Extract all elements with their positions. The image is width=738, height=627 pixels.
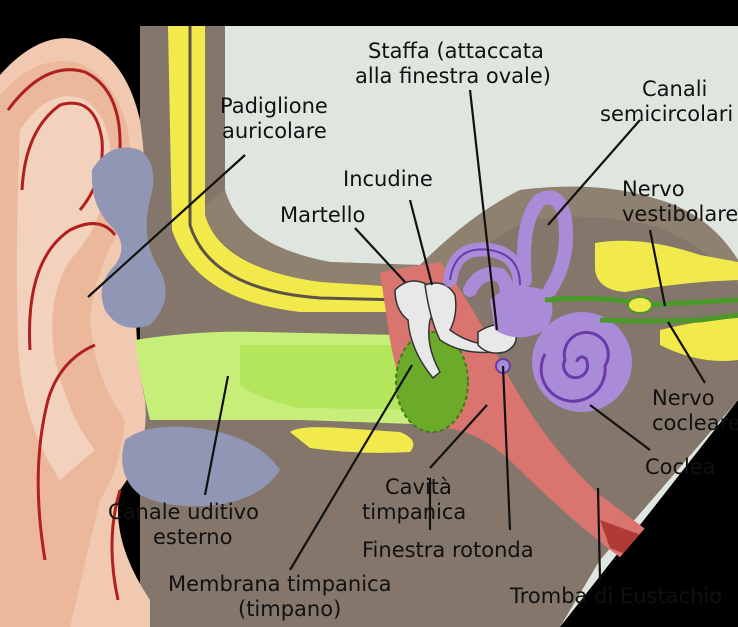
fat-right-1 [595, 240, 738, 292]
label-padiglione-1: Padiglione [220, 94, 328, 118]
leader-membrana [289, 364, 413, 571]
label-membrana-1: Membrana timpanica [168, 572, 391, 596]
leader-tromba [596, 487, 602, 581]
label-membrana-2: (timpano) [238, 597, 341, 621]
label-staffa-1: Staffa (attaccata [368, 39, 544, 63]
fat-upper-border [188, 26, 401, 302]
leader-canali [547, 119, 641, 226]
label-nervo-vest-2: vestibolare [622, 202, 738, 226]
leader-incudine [408, 199, 434, 286]
vestibule [490, 286, 553, 338]
cochlea-spiral [539, 330, 610, 403]
label-nervo-coc-2: cocleare [652, 411, 738, 435]
pinna-line-4 [36, 343, 96, 561]
nerve-ganglion [627, 296, 653, 314]
label-canale-2: esterno [153, 525, 232, 549]
pinna-line-5 [110, 489, 122, 601]
fat-right-2 [660, 318, 738, 361]
bone-upper-band [200, 186, 738, 285]
label-coclea: Coclea [645, 455, 716, 479]
leader-padiglione [87, 154, 246, 298]
leader-nervo-coc [667, 321, 706, 384]
semicircular-canal-sup [517, 190, 573, 297]
leader-canale [203, 375, 230, 496]
label-finestra: Finestra rotonda [362, 538, 534, 562]
label-padiglione-2: auricolare [222, 119, 327, 143]
leader-cavita [429, 404, 488, 469]
pinna-inner [16, 96, 111, 480]
label-staffa-2: alla finestra ovale) [355, 64, 551, 88]
leader-martello [354, 227, 406, 283]
black-corner [560, 420, 738, 627]
label-cavita-2: timpanica [362, 500, 466, 524]
fat-lower [290, 427, 414, 453]
label-canali-1: Canali [642, 77, 707, 101]
cochlea [532, 312, 632, 412]
label-nervo-coc-1: Nervo [652, 386, 715, 410]
pinna-line-3 [28, 222, 117, 351]
cochlear-nerve [599, 312, 738, 324]
leader-nervo-vest [648, 229, 667, 307]
label-nervo-vest-1: Nervo [622, 177, 685, 201]
leader-staffa [468, 89, 499, 331]
leader-coclea [589, 404, 651, 451]
label-tromba: Tromba di Eustachio [509, 584, 722, 608]
label-canali-2: semicircolari [600, 102, 733, 126]
label-cavita-1: Cavità [385, 475, 452, 499]
cartilage-upper [91, 147, 166, 328]
ear-canal-bright [240, 345, 440, 410]
cartilage-lower [122, 426, 280, 507]
eardrum [396, 332, 468, 432]
label-incudine: Incudine [343, 167, 433, 191]
label-martello: Martello [280, 203, 365, 227]
pinna-line-1 [6, 68, 122, 151]
incus [424, 282, 496, 354]
labyrinth-outline [449, 248, 521, 286]
eardrum-rim [395, 331, 469, 433]
leader-finestra [501, 365, 512, 531]
label-canale-1: Canale uditivo [108, 500, 259, 524]
